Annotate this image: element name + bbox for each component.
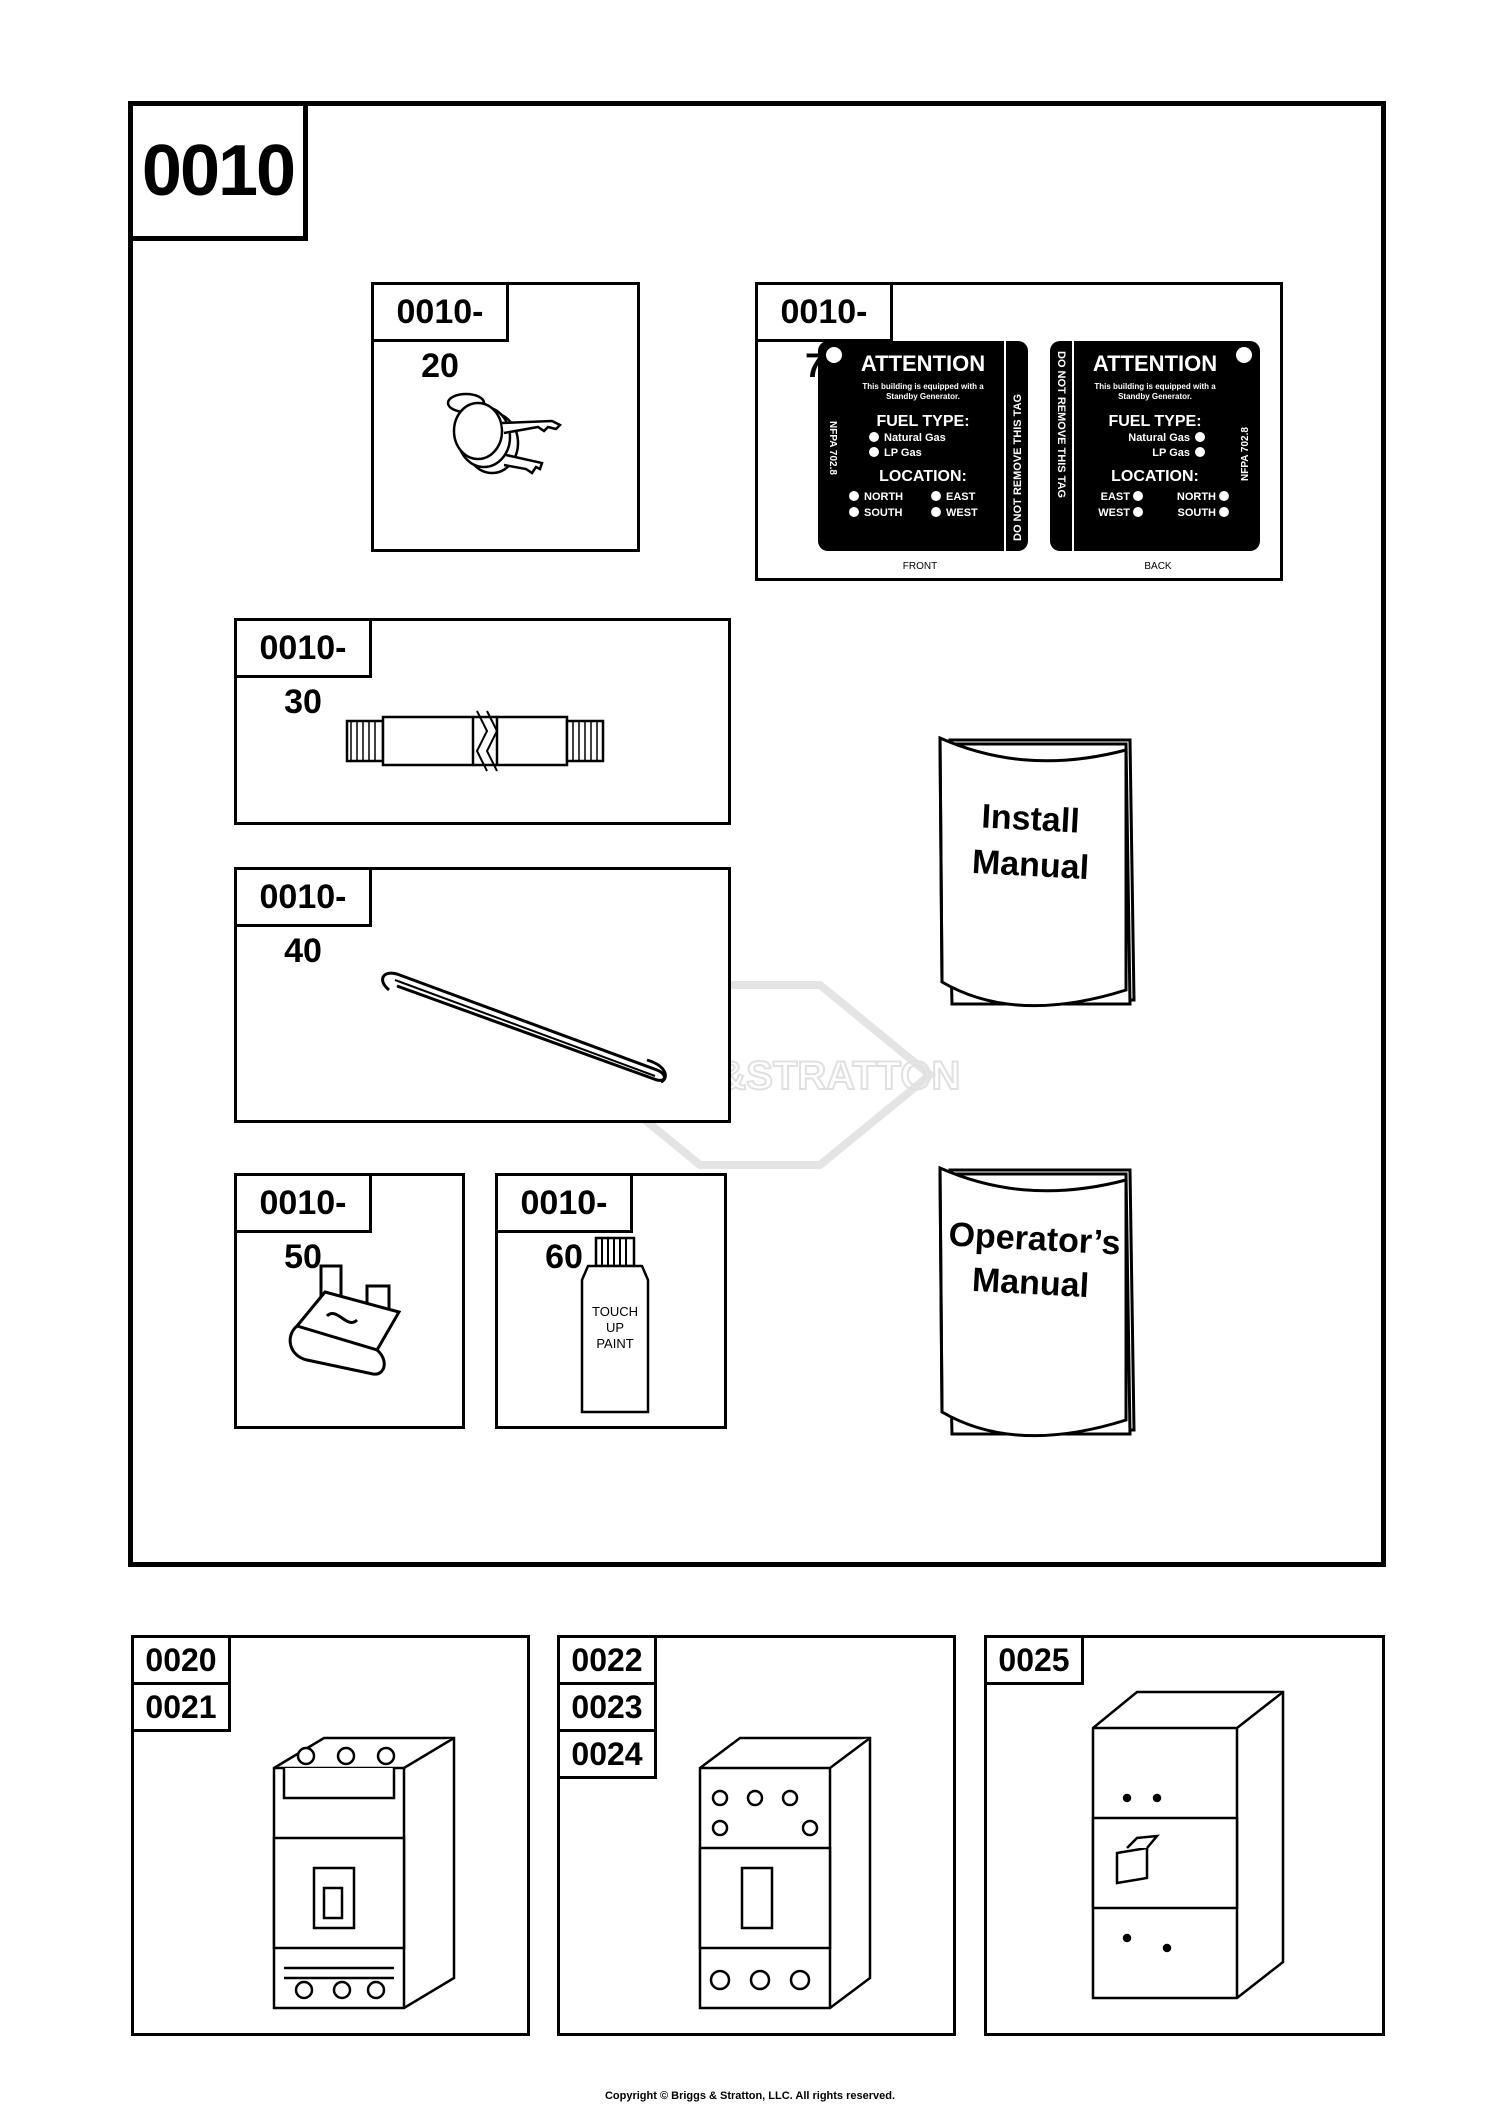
svg-text:Natural Gas: Natural Gas xyxy=(1128,432,1190,444)
svg-text:NFPA 702.8: NFPA 702.8 xyxy=(827,421,838,475)
copyright-text: Copyright © Briggs & Stratton, LLC. All … xyxy=(604,2090,896,2102)
tag-front: ATTENTION This building is equipped with… xyxy=(818,341,1028,551)
tag-front-label: FRONT xyxy=(903,561,937,572)
svg-text:Natural Gas: Natural Gas xyxy=(884,432,946,444)
svg-text:DO NOT REMOVE THIS TAG: DO NOT REMOVE THIS TAG xyxy=(1012,394,1024,541)
breaker-icon-2 xyxy=(698,1736,872,2010)
part-box-tags[interactable]: 0010-70 ATTENTION This building is equip… xyxy=(755,282,1283,581)
svg-text:DO NOT REMOVE THIS TAG: DO NOT REMOVE THIS TAG xyxy=(1055,351,1067,498)
paint-label-2: UP xyxy=(606,1320,624,1335)
svg-text:Standby Generator.: Standby Generator. xyxy=(886,392,960,401)
breaker-box-1[interactable]: 0020 0021 xyxy=(131,1635,530,2036)
tag-back: DO NOT REMOVE THIS TAG ATTENTION This bu… xyxy=(1050,341,1260,551)
install-manual-icon[interactable]: Install Manual xyxy=(930,730,1150,1020)
tag-heading: ATTENTION xyxy=(861,351,985,376)
breaker-label: 0021 xyxy=(131,1682,231,1732)
svg-text:This building is equipped with: This building is equipped with a xyxy=(1094,382,1216,391)
breaker-label: 0020 xyxy=(131,1635,231,1685)
install-manual-line2: Manual xyxy=(971,843,1090,887)
breaker-icon-1 xyxy=(272,1736,456,2010)
part-box-pipe[interactable]: 0010-30 xyxy=(234,618,731,825)
svg-text:LOCATION:: LOCATION: xyxy=(1111,468,1199,485)
breaker-label: 0022 xyxy=(557,1635,657,1685)
part-box-paint[interactable]: 0010-60 TOUCH UP PAINT xyxy=(495,1173,727,1429)
svg-text:EAST: EAST xyxy=(946,491,976,503)
part-label: 0010-50 xyxy=(234,1173,372,1276)
svg-text:WEST: WEST xyxy=(946,507,978,519)
breaker-icon-3 xyxy=(1091,1690,1285,2000)
part-label: 0010-60 xyxy=(495,1173,633,1276)
svg-text:ATTENTION: ATTENTION xyxy=(1093,351,1217,376)
breaker-label: 0024 xyxy=(557,1729,657,1779)
part-label: 0010-40 xyxy=(234,867,372,970)
operator-manual-line1: Operator’s xyxy=(948,1216,1122,1263)
part-label: 0010-30 xyxy=(234,618,372,721)
svg-text:This building is equipped with: This building is equipped with a xyxy=(862,382,984,391)
paint-label-1: TOUCH xyxy=(592,1304,638,1319)
install-manual-line1: Install xyxy=(981,797,1081,840)
svg-text:SOUTH: SOUTH xyxy=(1178,507,1217,519)
svg-text:LOCATION:: LOCATION: xyxy=(879,468,967,485)
part-label: 0010-20 xyxy=(371,282,509,385)
paint-label-3: PAINT xyxy=(596,1336,633,1351)
svg-text:WEST: WEST xyxy=(1098,507,1130,519)
svg-text:NORTH: NORTH xyxy=(1177,491,1216,503)
svg-text:NFPA 702.8: NFPA 702.8 xyxy=(1240,427,1251,481)
part-box-hook[interactable]: 0010-40 xyxy=(234,867,731,1123)
main-section-label: 0010 xyxy=(128,101,308,241)
svg-text:FUEL TYPE:: FUEL TYPE: xyxy=(876,413,969,430)
keys-icon xyxy=(446,392,563,475)
svg-text:Standby Generator.: Standby Generator. xyxy=(1118,392,1192,401)
part-box-fuse[interactable]: 0010-50 xyxy=(234,1173,465,1429)
part-box-keys[interactable]: 0010-20 xyxy=(371,282,640,552)
svg-text:NORTH: NORTH xyxy=(864,491,903,503)
svg-text:LP Gas: LP Gas xyxy=(1152,447,1190,459)
svg-text:SOUTH: SOUTH xyxy=(864,507,903,519)
breaker-box-2[interactable]: 0022 0023 0024 xyxy=(557,1635,956,2036)
operator-manual-line2: Manual xyxy=(971,1261,1090,1305)
hook-rod-icon xyxy=(381,971,667,1084)
tag-back-label: BACK xyxy=(1144,561,1172,572)
pipe-nipple-icon xyxy=(345,710,605,772)
operator-manual-icon[interactable]: Operator’s Manual xyxy=(930,1160,1150,1450)
breaker-label: 0023 xyxy=(557,1682,657,1732)
breaker-label: 0025 xyxy=(984,1635,1084,1685)
fuse-icon xyxy=(288,1264,402,1376)
paint-bottle-icon: TOUCH UP PAINT xyxy=(580,1236,650,1414)
attention-tags: ATTENTION This building is equipped with… xyxy=(818,341,1260,572)
svg-text:LP Gas: LP Gas xyxy=(884,447,922,459)
svg-text:FUEL TYPE:: FUEL TYPE: xyxy=(1108,413,1201,430)
svg-text:EAST: EAST xyxy=(1101,491,1131,503)
breaker-box-3[interactable]: 0025 xyxy=(984,1635,1385,2036)
